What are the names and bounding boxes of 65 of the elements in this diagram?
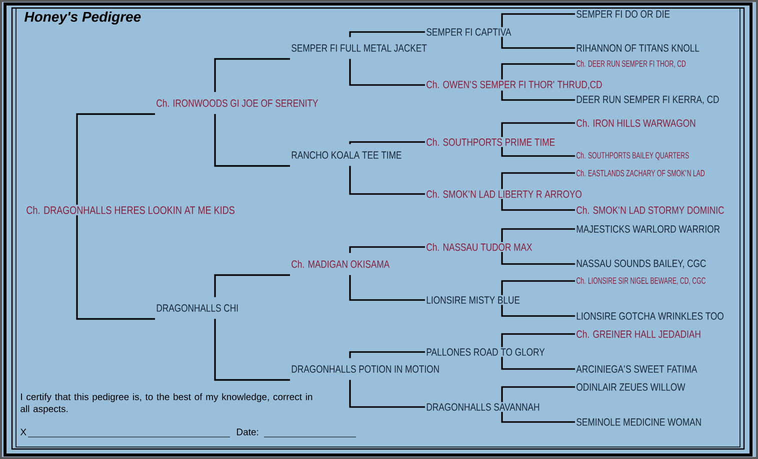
dog-name: Ch. DRAGONHALLS HERES LOOKIN AT ME KIDS: [26, 206, 234, 214]
date-label: Date:: [237, 428, 258, 436]
dog-name: Ch. DEER RUN SEMPER FI THOR, CD: [576, 60, 686, 68]
dog-name: Ch. SOUTHPORTS PRIME TIME: [426, 138, 555, 146]
dog-name: Ch. EASTLANDS ZACHARY OF SMOK'N LAD: [576, 170, 705, 176]
pedigree-line: [501, 228, 575, 242]
pedigree-line: [501, 386, 575, 402]
dog-name: Ch. SMOK'N LAD STORMY DOMINIC: [576, 206, 724, 214]
pedigree-line: [501, 333, 575, 348]
pedigree-line: [501, 199, 575, 211]
signature-mark: X: [20, 428, 26, 436]
pedigree-line: [501, 412, 575, 423]
dog-name: RANCHO KOALA TEE TIME: [292, 151, 402, 159]
dog-name: Ch. LIONSIRE SIR NIGEL BEWARE, CD, CGC: [576, 277, 706, 285]
pedigree-line: [501, 252, 575, 265]
pedigree-line: [501, 36, 575, 49]
pedigree-line: [214, 274, 290, 298]
pedigree-line: [501, 356, 575, 370]
pedigree-line: [214, 58, 290, 92]
title: Honey's Pedigree: [24, 11, 141, 25]
dog-name: ODINLAIR ZEUES WILLOW: [576, 383, 686, 391]
pedigree-line: [349, 141, 425, 144]
pedigree-line: [501, 63, 575, 80]
dog-name: Ch. SMOK'N LAD LIBERTY R ARROYO: [426, 190, 582, 198]
dog-name: LIONSIRE MISTY BLUE: [426, 296, 520, 304]
certification-text: I certify that this pedigree is, to the best of my knowledge, correct in all aspects.: [20, 393, 312, 414]
dog-name: Ch. MADIGAN OKISAMA: [292, 260, 390, 268]
pedigree-line: [501, 13, 575, 28]
pedigree-line: [501, 280, 575, 296]
dog-name: RIHANNON OF TITANS KNOLL: [576, 44, 700, 52]
dog-name: DRAGONHALLS SAVANNAH: [426, 403, 540, 411]
dog-name: Ch. NASSAU TUDOR MAX: [426, 243, 532, 251]
dog-name: DEER RUN SEMPER FI KERRA, CD: [576, 96, 719, 104]
pedigree-line: [349, 380, 425, 408]
pedigree-line: [501, 304, 575, 317]
pedigree-line: [501, 122, 575, 137]
pedigree-line: [501, 172, 575, 189]
pedigree-line: [349, 31, 425, 38]
dog-name: SEMPER FI FULL METAL JACKET: [292, 44, 427, 52]
dog-name: Ch. IRONWOODS GI JOE OF SERENITY: [156, 99, 318, 107]
pedigree-line: [214, 114, 290, 167]
pedigree-line: [501, 90, 575, 101]
pedigree-line: [349, 246, 425, 253]
pedigree-line: [76, 113, 155, 205]
pedigree-line: [501, 147, 575, 157]
dog-name: Ch. GREINER HALL JEDADIAH: [576, 330, 700, 338]
dog-name: Ch. SOUTHPORTS BAILEY QUARTERS: [576, 152, 689, 160]
dog-name: DRAGONHALLS CHI: [156, 304, 238, 312]
pedigree-line: [214, 318, 290, 381]
pedigree-line: [76, 215, 155, 320]
pedigree-line: [349, 166, 425, 195]
dog-name: LIONSIRE GOTCHA WRINKLES TOO: [576, 312, 724, 320]
dog-name: ARCINIEGA'S SWEET FATIMA: [576, 365, 698, 373]
dog-name: DRAGONHALLS POTION IN MOTION: [292, 365, 439, 373]
dog-name: Ch. OWEN'S SEMPER FI THOR' THRUD,CD: [426, 80, 602, 90]
dog-name: Ch. IRON HILLS WARWAGON: [576, 119, 696, 127]
dog-name: SEMPER FI CAPTIVA: [426, 28, 512, 36]
dog-name: SEMINOLE MEDICINE WOMAN: [576, 418, 701, 426]
pedigree-line: [349, 58, 425, 86]
dog-name: PALLONES ROAD TO GLORY: [426, 348, 545, 356]
pedigree-line: [349, 275, 425, 301]
dog-name: SEMPER FI DO OR DIE: [576, 10, 670, 18]
pedigree-line: [349, 351, 425, 358]
dog-name: NASSAU SOUNDS BAILEY, CGC: [576, 260, 706, 268]
dog-name: MAJESTICKS WARLORD WARRIOR: [576, 225, 720, 233]
